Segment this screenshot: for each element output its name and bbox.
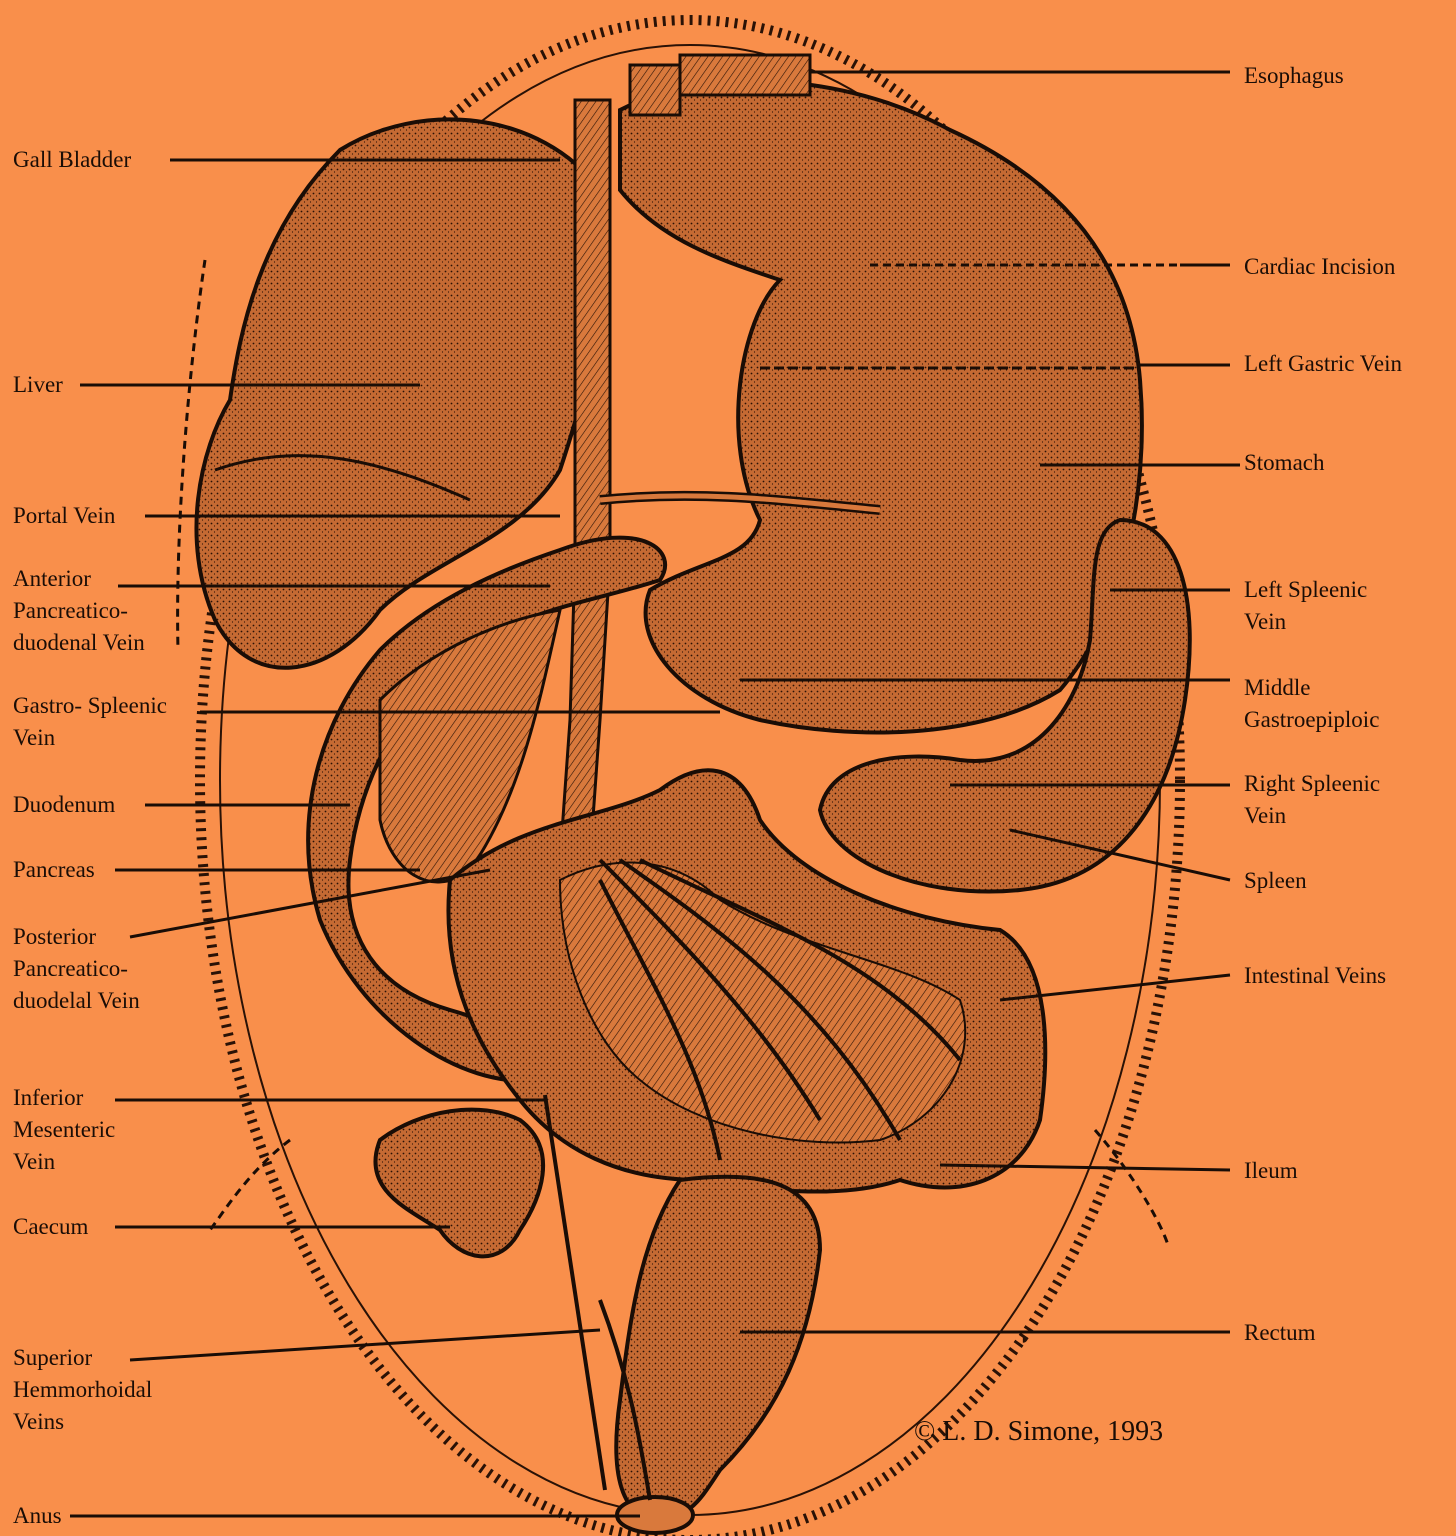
side-dash-left (178, 260, 205, 650)
label-spleen: Spleen (1244, 865, 1307, 897)
rectum-shape (616, 1177, 820, 1520)
label-intestinal-veins: Intestinal Veins (1244, 960, 1386, 992)
label-superior-hemmorhoidal-veins: Superior Hemmorhoidal Veins (13, 1342, 203, 1438)
label-gall-bladder: Gall Bladder (13, 144, 131, 176)
label-inferior-mesenteric-vein: Inferior Mesenteric Vein (13, 1082, 153, 1178)
side-dash-lower-left (210, 1140, 290, 1230)
label-duodenum: Duodenum (13, 789, 115, 821)
label-caecum: Caecum (13, 1211, 88, 1243)
label-anterior-pd-vein: Anterior Pancreatico- duodenal Vein (13, 563, 163, 659)
label-stomach: Stomach (1244, 447, 1325, 479)
label-rectum: Rectum (1244, 1317, 1316, 1349)
label-gastro-spleenic-vein: Gastro- Spleenic Vein (13, 690, 193, 754)
label-left-gastric-vein: Left Gastric Vein (1244, 348, 1402, 380)
label-pancreas: Pancreas (13, 854, 95, 886)
label-left-spleenic-vein: Left Spleenic Vein (1244, 574, 1414, 638)
esophagus-tube (630, 65, 680, 115)
label-liver: Liver (13, 369, 63, 401)
copyright-credit: © L. D. Simone, 1993 (914, 1416, 1163, 1448)
label-cardiac-incision: Cardiac Incision (1244, 251, 1395, 283)
label-right-spleenic-vein: Right Spleenic Vein (1244, 768, 1424, 832)
caecum-shape (375, 1110, 543, 1257)
label-anus: Anus (13, 1500, 62, 1532)
label-portal-vein: Portal Vein (13, 500, 115, 532)
esophagus-shape (680, 55, 810, 95)
stomach-shape (620, 81, 1142, 732)
label-esophagus: Esophagus (1244, 60, 1344, 92)
label-ileum: Ileum (1244, 1155, 1298, 1187)
label-middle-gastroepiploic: Middle Gastroepiploic (1244, 672, 1434, 736)
label-posterior-pd-vein: Posterior Pancreatico- duodelal Vein (13, 921, 183, 1017)
